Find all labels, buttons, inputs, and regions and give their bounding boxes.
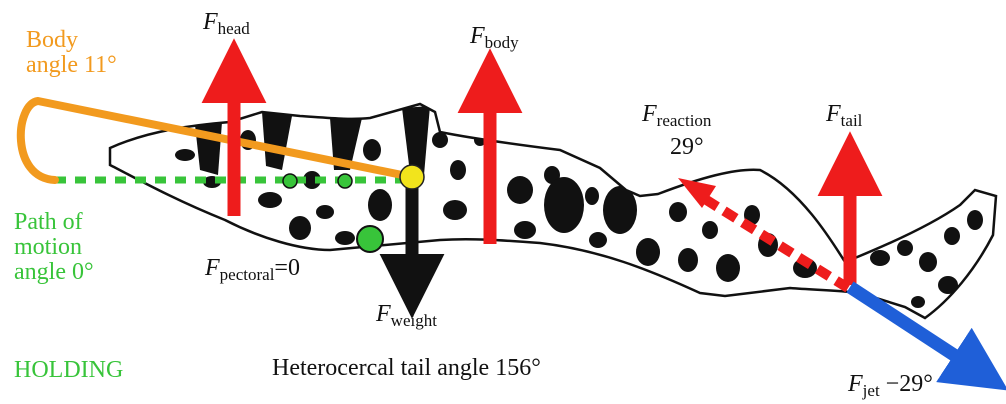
weight-force-label: Fweight (376, 302, 437, 327)
tail-angle-caption: Heterocercal tail angle 156° (272, 356, 541, 381)
body-force-label: Fbody (470, 24, 519, 49)
jet-force-label: Fjet −29° (848, 372, 933, 397)
reaction-force-label: Freaction (642, 102, 711, 127)
head-force-label: Fhead (203, 10, 250, 35)
holding-label: HOLDING (14, 358, 123, 383)
center-of-mass-marker (400, 165, 424, 189)
shark-body (110, 104, 996, 318)
reaction-angle-label: 29° (670, 135, 704, 160)
pectoral-fin-marker (357, 226, 383, 252)
green-marker (283, 174, 297, 188)
body-angle-label: Body angle 11° (26, 28, 117, 78)
tail-force-label: Ftail (826, 102, 862, 127)
green-marker (338, 174, 352, 188)
pectoral-force-label: Fpectoral=0 (205, 256, 300, 281)
path-of-motion-label: Path of motion angle 0° (14, 210, 94, 286)
